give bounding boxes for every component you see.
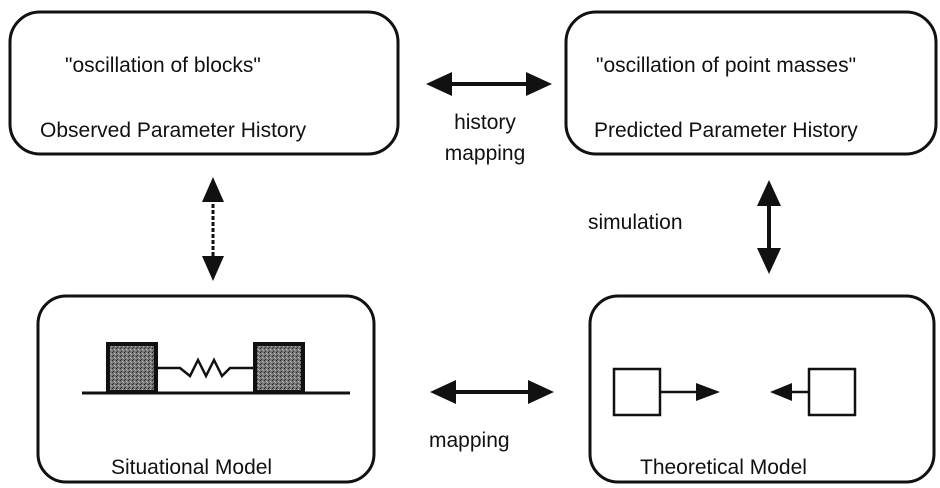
- situational-label: Situational Model: [111, 456, 272, 479]
- history-mapping-arrow: [426, 72, 552, 96]
- predicted-label: Predicted Parameter History: [594, 119, 858, 142]
- right-point-mass: [807, 367, 857, 417]
- observed-parameter-history-box: "oscillation of blocks" Observed Paramet…: [8, 10, 400, 156]
- simulation-label: simulation: [588, 211, 683, 234]
- left-force-arrow: [770, 383, 792, 401]
- left-point-mass: [612, 367, 662, 417]
- theoretical-label: Theoretical Model: [640, 456, 807, 479]
- right-block: [253, 342, 305, 394]
- predicted-quote: "oscillation of point masses": [596, 54, 856, 77]
- right-force-arrow: [696, 383, 720, 401]
- history-mapping-label-line2: mapping: [445, 142, 526, 165]
- observed-situational-arrow: [202, 177, 224, 281]
- blocks-spring-illustration: [82, 342, 350, 395]
- mapping-label: mapping: [429, 429, 510, 452]
- theoretical-model-box: Theoretical Model: [588, 294, 936, 484]
- observed-quote: "oscillation of blocks": [65, 54, 261, 77]
- history-mapping-label-line1: history: [454, 111, 516, 134]
- observed-label: Observed Parameter History: [40, 119, 307, 142]
- predicted-parameter-history-box: "oscillation of point masses" Predicted …: [564, 10, 938, 156]
- simulation-arrow: [757, 180, 781, 274]
- left-block: [106, 342, 158, 394]
- situational-model-box: Situational Model: [36, 294, 376, 484]
- mapping-arrow: [430, 380, 554, 404]
- spring: [156, 357, 255, 379]
- point-masses-illustration: [612, 367, 857, 417]
